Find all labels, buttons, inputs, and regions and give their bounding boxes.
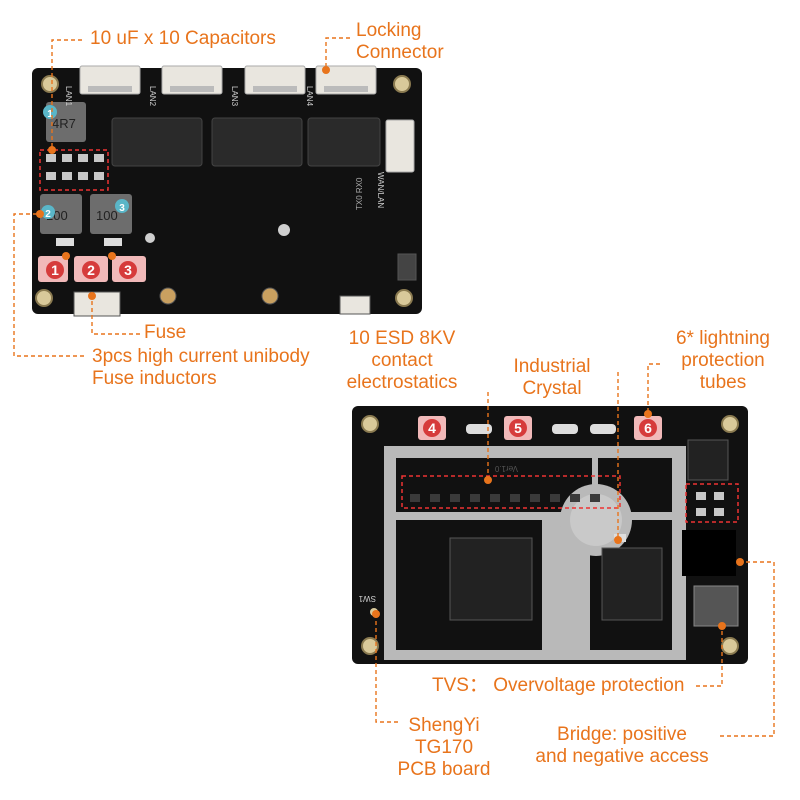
svg-text:100: 100 xyxy=(96,208,118,223)
esd-row xyxy=(410,494,600,502)
lan-silkscreen: LAN1 LAN2 LAN3 LAN4 WAN/LAN xyxy=(64,86,385,208)
esd-highlight xyxy=(401,475,621,509)
top-badges: 1 2 3 1 2 3 xyxy=(41,105,137,279)
mount-holes xyxy=(35,75,413,307)
svg-text:WAN/LAN: WAN/LAN xyxy=(376,172,385,208)
top-board: 4R7 100 100 xyxy=(32,65,422,317)
lightning-tubes xyxy=(418,416,662,440)
capacitor-group xyxy=(46,154,104,180)
bridge-label: Bridge: positive and negative access xyxy=(535,724,709,767)
svg-text:LAN2: LAN2 xyxy=(148,86,157,107)
soc-chip xyxy=(449,537,533,621)
svg-text:4R7: 4R7 xyxy=(52,116,76,131)
svg-text:TX0 RX0: TX0 RX0 xyxy=(355,177,364,210)
svg-text:5: 5 xyxy=(514,420,522,436)
callout-dots xyxy=(36,66,744,630)
svg-text:6: 6 xyxy=(644,420,652,436)
esd-label: 10 ESD 8KV contact electrostatics xyxy=(346,328,458,393)
svg-text:Ver1.0: Ver1.0 xyxy=(494,464,518,473)
svg-text:2: 2 xyxy=(87,262,95,278)
ram-chip xyxy=(601,547,663,621)
svg-text:SW1: SW1 xyxy=(358,594,376,603)
tvs-label: TVS： Overvoltage protection xyxy=(432,675,685,696)
bottom-board: 4 5 6 Ver1.0 SW1 xyxy=(352,406,748,664)
capacitors-label: 10 uF x 10 Capacitors xyxy=(90,28,276,49)
lan-transformers xyxy=(111,117,381,167)
bridge-rectifier xyxy=(693,585,739,627)
pcb-label: ShengYi TG170 PCB board xyxy=(397,715,491,780)
svg-text:4: 4 xyxy=(428,420,436,436)
svg-text:3: 3 xyxy=(124,262,132,278)
svg-text:LAN4: LAN4 xyxy=(305,86,314,107)
svg-text:1: 1 xyxy=(47,109,53,120)
right-side-parts xyxy=(682,439,739,627)
fuse-label: Fuse xyxy=(144,322,187,343)
svg-text:2: 2 xyxy=(45,209,51,220)
inductors-label: 3pcs high current unibody Fuse inductors xyxy=(92,346,310,389)
svg-text:LAN3: LAN3 xyxy=(230,86,239,107)
capacitor-highlight xyxy=(39,149,109,191)
svg-text:LAN1: LAN1 xyxy=(64,86,73,107)
locking-connector-label: Locking Connector xyxy=(356,20,444,63)
bottom-silkscreen: Ver1.0 SW1 xyxy=(358,464,518,603)
bottom-badges: 4 5 6 xyxy=(423,419,657,437)
lightning-label: 6* lightning protection tubes xyxy=(675,328,771,393)
svg-text:1: 1 xyxy=(51,262,59,278)
svg-text:3: 3 xyxy=(119,203,125,214)
crystal-label: Industrial Crystal xyxy=(513,356,591,399)
callout-lines xyxy=(13,37,775,737)
